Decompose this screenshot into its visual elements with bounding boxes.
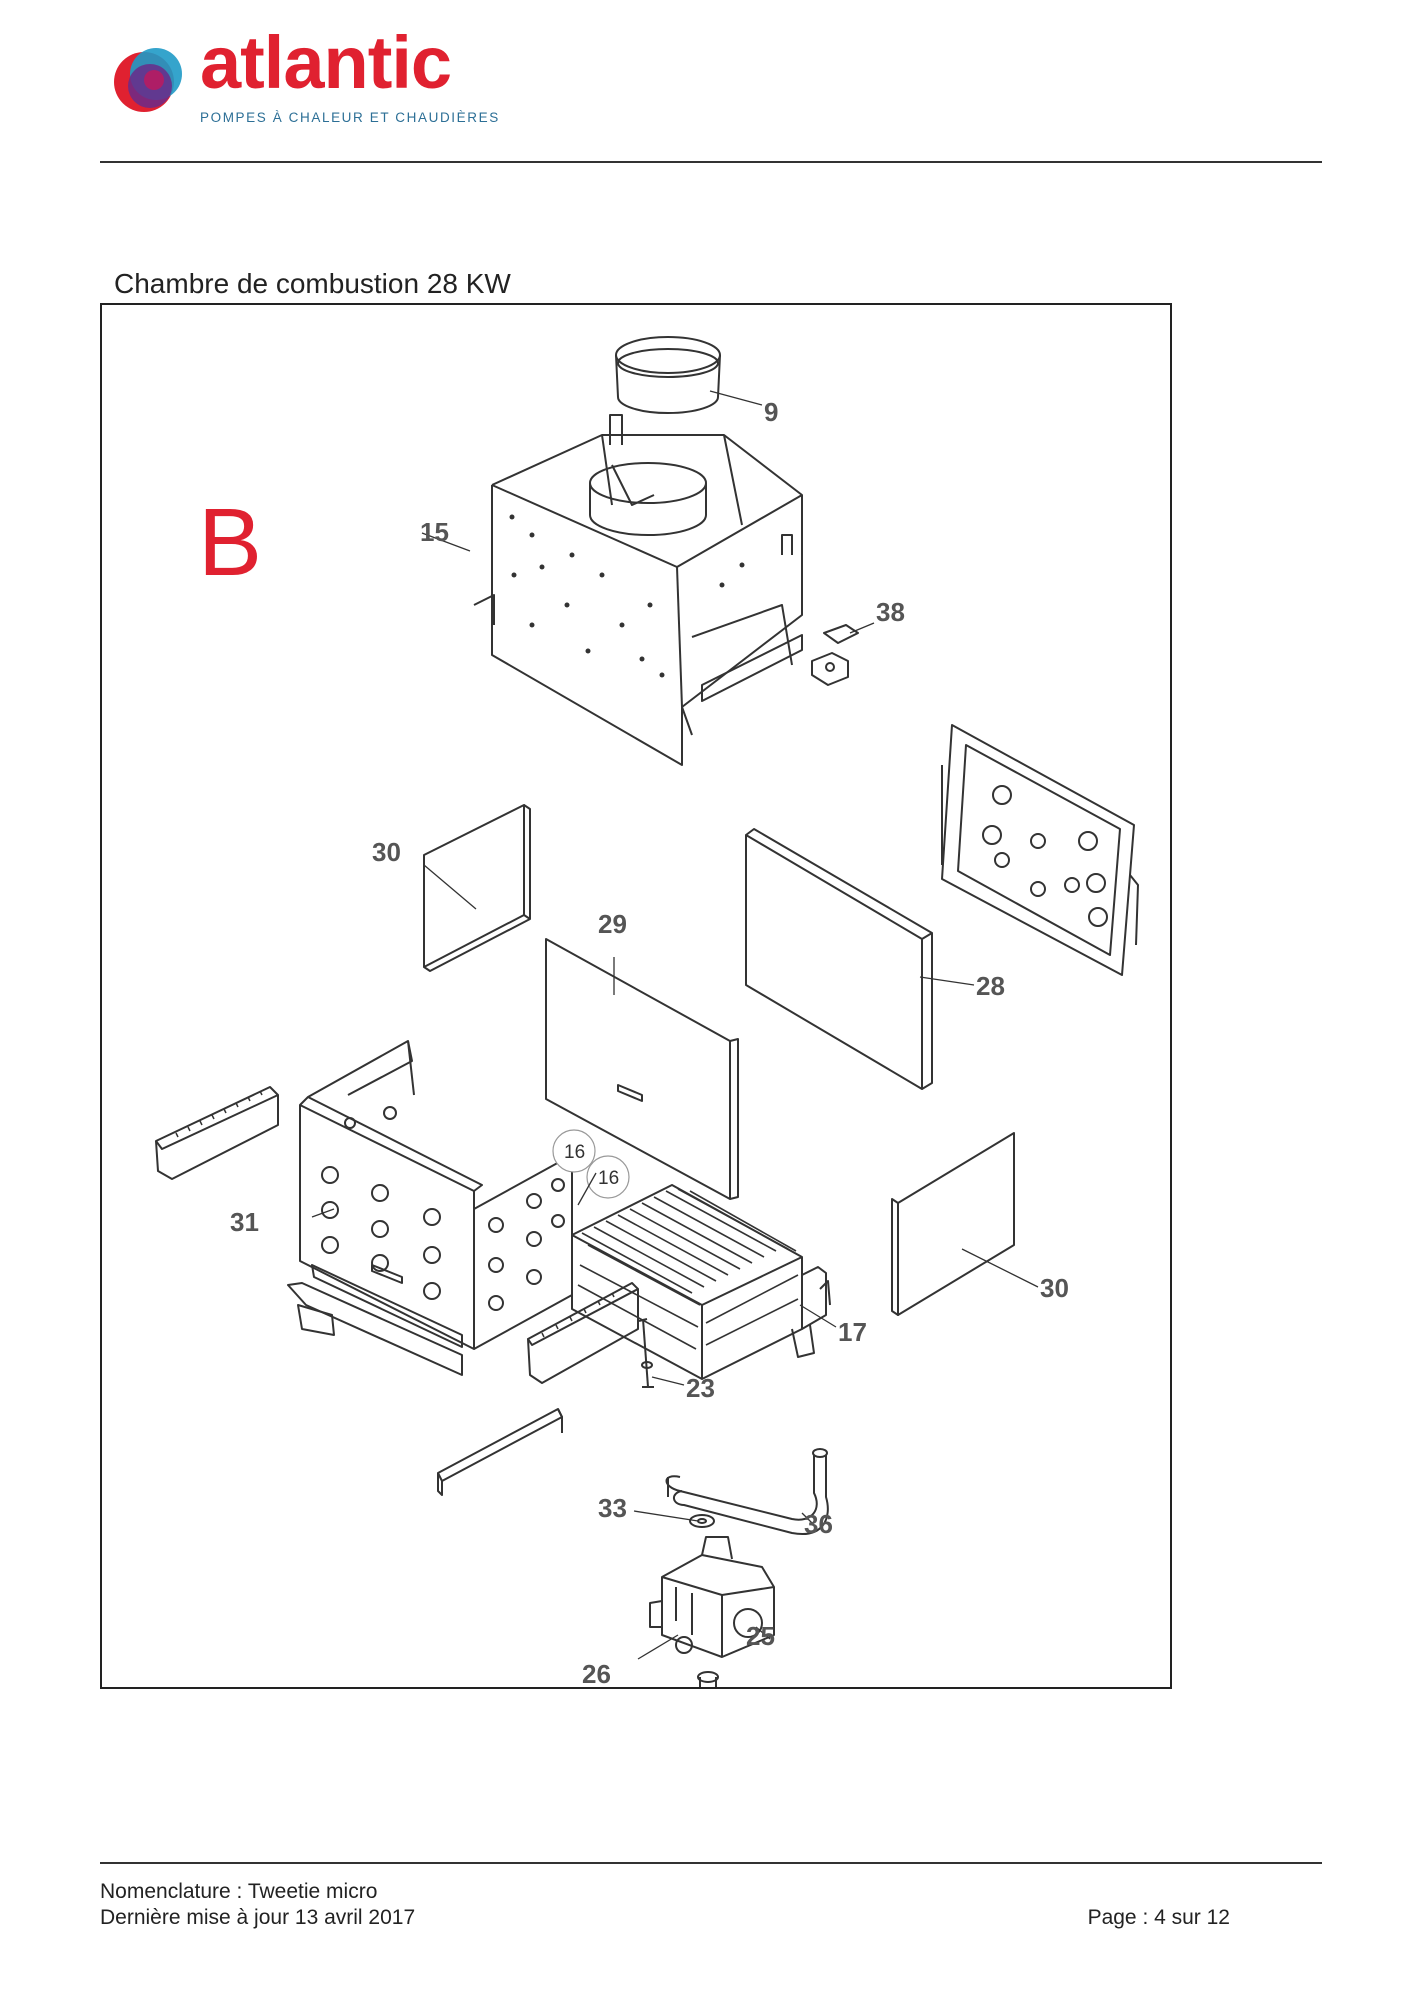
part-right-side-panel <box>941 724 1139 976</box>
part-gas-valve-25 <box>649 1536 775 1687</box>
logo-emblem-icon <box>114 48 182 112</box>
callout-circle-16b <box>586 1155 630 1199</box>
diagram-title: Chambre de combustion 28 KW <box>114 268 511 299</box>
callout-25: 25 <box>746 1621 775 1651</box>
part-bracket-38 <box>811 624 859 686</box>
callout-23: 23 <box>686 1373 715 1403</box>
footer-rule <box>100 1862 1322 1864</box>
part-ring-collar <box>615 336 721 414</box>
part-washer-33 <box>689 1514 715 1528</box>
callout-30-bottom: 30 <box>1040 1273 1069 1303</box>
callout-26: 26 <box>582 1659 611 1687</box>
part-lower-angle-strip <box>527 1282 639 1384</box>
callout-15: 15 <box>420 517 449 547</box>
callout-28: 28 <box>976 971 1005 1001</box>
callout-circle-16a <box>552 1129 596 1173</box>
callout-31: 31 <box>230 1207 259 1237</box>
part-burner-17 <box>571 1184 831 1380</box>
header-rule <box>100 161 1322 163</box>
part-pipe-36 <box>665 1448 829 1535</box>
callout-16a: 16 <box>564 1142 585 1163</box>
brand-tagline: POMPES À CHALEUR ET CHAUDIÈRES <box>200 110 500 125</box>
callout-29: 29 <box>598 909 627 939</box>
exploded-diagram-frame: B <box>100 303 1172 1689</box>
brand-name: atlantic <box>200 21 452 104</box>
page-number: Page : 4 sur 12 <box>1087 1906 1230 1929</box>
part-electrode-23 <box>638 1318 654 1388</box>
part-flue-hood <box>473 414 803 766</box>
callout-36: 36 <box>804 1509 833 1539</box>
atlantic-logo: atlantic POMPES À CHALEUR ET CHAUDIÈRES <box>110 26 510 136</box>
part-combustion-chamber-31 <box>287 1040 573 1376</box>
part-insulation-panel-30a <box>423 804 531 972</box>
section-letter: B <box>198 489 263 596</box>
callout-16b: 16 <box>598 1168 619 1189</box>
part-rear-panel-29 <box>545 938 739 1200</box>
footer-doc-title: Nomenclature : Tweetie micro <box>100 1880 378 1903</box>
callout-9: 9 <box>764 397 778 427</box>
part-panel-28 <box>745 828 933 1090</box>
part-flat-strip <box>437 1408 563 1496</box>
callout-33: 33 <box>598 1493 627 1523</box>
part-left-angle-strip <box>155 1086 279 1180</box>
exploded-view-drawing: 9 15 38 30 29 28 16 16 31 30 17 23 33 36… <box>155 336 1139 1687</box>
footer-updated: Dernière mise à jour 13 avril 2017 <box>100 1906 416 1929</box>
callout-30-top: 30 <box>372 837 401 867</box>
callout-17: 17 <box>838 1317 867 1347</box>
callout-38: 38 <box>876 597 905 627</box>
part-insulation-panel-30b <box>891 1132 1015 1316</box>
